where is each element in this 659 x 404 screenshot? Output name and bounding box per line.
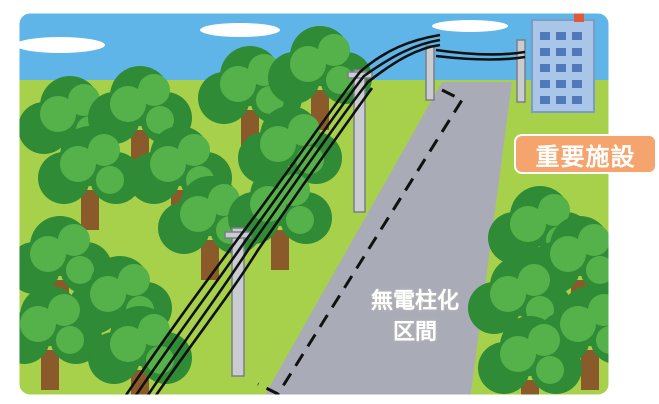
cloud-icon [18, 20, 508, 53]
power-line-icon [118, 33, 526, 396]
building-icon [531, 12, 595, 113]
undergrounding-section-label-line1: 無電柱化 [370, 289, 459, 314]
important-facility-label: 重要施設 [535, 142, 636, 171]
undergrounding-section-label: 無電柱化 区間 [352, 286, 478, 348]
undergrounding-section-label-line2: 区間 [392, 320, 437, 345]
undergrounding-section-outline [257, 88, 465, 396]
important-facility-badge: 重要施設 [514, 134, 657, 174]
